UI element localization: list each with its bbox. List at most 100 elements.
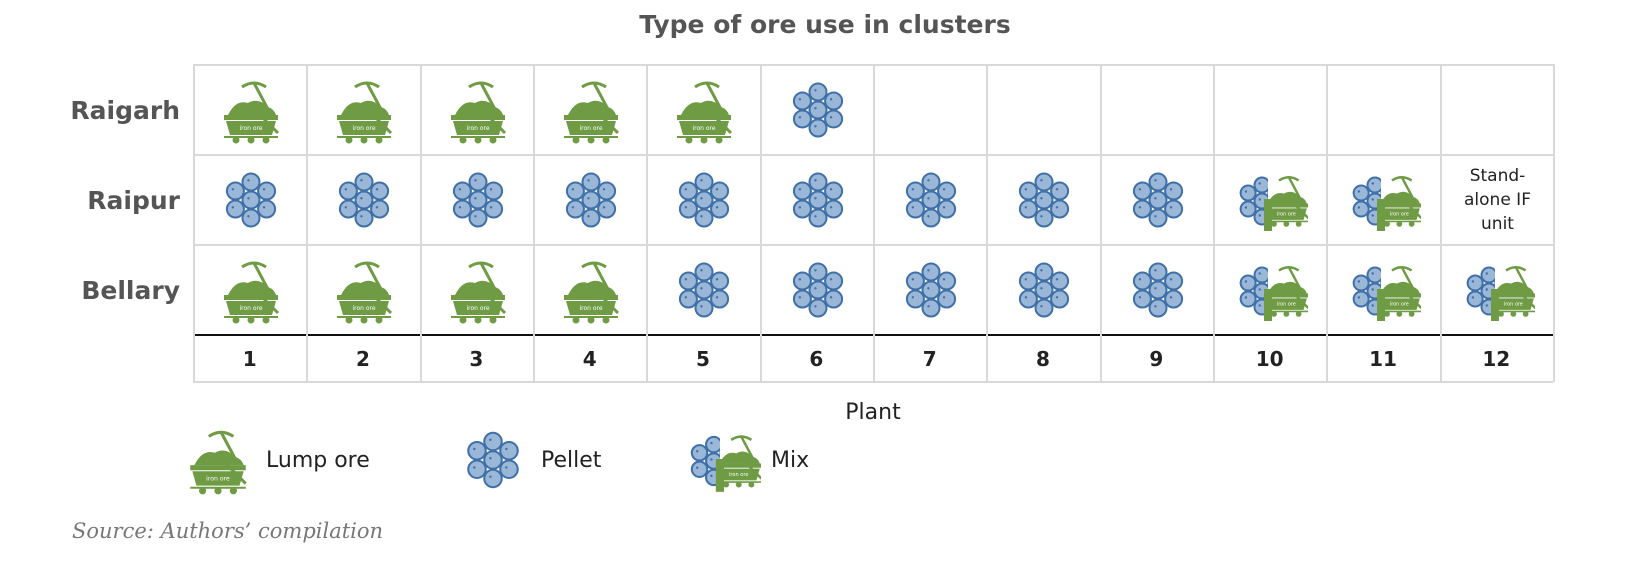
pellet-icon — [678, 262, 729, 318]
legend-item-lump: iron ore Lump ore — [180, 420, 370, 500]
lump-icon: iron ore — [563, 261, 619, 324]
svg-text:iron ore: iron ore — [352, 305, 375, 312]
plant-number-2: 2 — [356, 347, 370, 371]
pellet-icon — [565, 172, 616, 228]
cell-mix-bellary-11: iron ore — [1328, 246, 1439, 334]
pellet-icon — [338, 172, 389, 228]
svg-text:iron ore: iron ore — [1389, 302, 1408, 308]
cell-mix-bellary-10: iron ore — [1215, 246, 1326, 334]
pellet-icon — [678, 172, 729, 228]
standalone-note: Stand-alone IF unit — [1464, 166, 1531, 234]
plant-number-1: 1 — [242, 347, 257, 371]
cell-pellet-raipur-1 — [195, 156, 306, 244]
plant-number-3: 3 — [469, 347, 484, 371]
plant-number-11: 11 — [1369, 347, 1397, 371]
pellet-icon — [792, 262, 843, 318]
svg-text:iron ore: iron ore — [239, 125, 262, 132]
svg-text:iron ore: iron ore — [466, 125, 489, 132]
mix-icon: iron ore — [1239, 265, 1308, 321]
plant-number-9: 9 — [1149, 347, 1164, 371]
mix-icon: iron ore — [1466, 265, 1535, 321]
legend-label-lump: Lump ore — [266, 447, 370, 473]
lump-icon: iron ore — [450, 81, 506, 144]
cell-lump-raigarh-4: iron ore — [535, 66, 646, 154]
cell-pellet-raipur-9 — [1102, 156, 1213, 244]
x-axis-label: Plant — [845, 400, 901, 425]
svg-text:iron ore: iron ore — [1389, 212, 1408, 218]
legend-label-pellet: Pellet — [541, 447, 602, 473]
cell-lump-raigarh-3: iron ore — [422, 66, 533, 154]
svg-text:iron ore: iron ore — [1503, 302, 1522, 308]
cell-pellet-bellary-9 — [1102, 246, 1213, 334]
svg-text:iron ore: iron ore — [1276, 212, 1295, 218]
cell-mix-raipur-11: iron ore — [1328, 156, 1439, 244]
svg-text:iron ore: iron ore — [206, 476, 230, 483]
svg-text:iron ore: iron ore — [579, 305, 602, 312]
cell-pellet-bellary-7 — [875, 246, 986, 334]
cell-pellet-raigarh-6 — [762, 66, 873, 154]
cell-pellet-raipur-3 — [422, 156, 533, 244]
ore-grid: iron ore iron ore iron ore iron ore iron ore… — [193, 64, 1555, 384]
legend-pellet-icon — [467, 431, 519, 489]
row-label-bellary: Bellary — [81, 276, 180, 305]
cell-lump-bellary-2: iron ore — [308, 246, 419, 334]
legend-lump-icon: iron ore — [190, 430, 247, 495]
cell-mix-bellary-12: iron ore — [1442, 246, 1553, 334]
chart-title: Type of ore use in clusters — [639, 10, 1011, 39]
source-note: Source: Authors’ compilation — [72, 519, 384, 543]
legend-label-mix: Mix — [771, 447, 810, 473]
mix-icon: iron ore — [1352, 265, 1421, 321]
lump-icon: iron ore — [336, 81, 392, 144]
pellet-icon — [905, 172, 956, 228]
cell-pellet-raipur-6 — [762, 156, 873, 244]
lump-icon: iron ore — [223, 261, 279, 324]
cell-lump-bellary-4: iron ore — [535, 246, 646, 334]
plant-number-4: 4 — [582, 347, 597, 371]
pellet-icon — [792, 172, 843, 228]
mix-icon: iron ore — [1239, 175, 1308, 231]
cell-lump-raigarh-2: iron ore — [308, 66, 419, 154]
cell-note-raipur-12: Stand-alone IF unit — [1442, 156, 1553, 244]
lump-icon: iron ore — [223, 81, 279, 144]
mix-icon: iron ore — [1352, 175, 1421, 231]
pellet-icon — [225, 172, 276, 228]
plant-number-8: 8 — [1036, 347, 1050, 371]
cell-lump-raigarh-5: iron ore — [648, 66, 759, 154]
plant-number-5: 5 — [696, 347, 710, 371]
legend-mix-icon: iron ore — [690, 435, 761, 492]
svg-text:iron ore: iron ore — [239, 305, 262, 312]
lump-icon: iron ore — [676, 81, 732, 144]
cell-lump-bellary-1: iron ore — [195, 246, 306, 334]
pellet-icon — [1132, 262, 1183, 318]
svg-text:iron ore: iron ore — [729, 472, 748, 478]
pellet-icon — [905, 262, 956, 318]
cell-pellet-raipur-7 — [875, 156, 986, 244]
plant-number-10: 10 — [1255, 347, 1284, 371]
cell-pellet-bellary-5 — [648, 246, 759, 334]
cell-pellet-raipur-5 — [648, 156, 759, 244]
lump-icon: iron ore — [450, 261, 506, 324]
cell-mix-raipur-10: iron ore — [1215, 156, 1326, 244]
pellet-icon — [1132, 172, 1183, 228]
plant-number-6: 6 — [809, 347, 824, 371]
cell-lump-raigarh-1: iron ore — [195, 66, 306, 154]
cell-pellet-bellary-8 — [988, 246, 1099, 334]
cell-pellet-raipur-4 — [535, 156, 646, 244]
pellet-icon — [1018, 172, 1069, 228]
cell-pellet-raipur-8 — [988, 156, 1099, 244]
cell-pellet-raipur-2 — [308, 156, 419, 244]
legend-item-pellet: Pellet — [455, 420, 601, 500]
legend-item-mix: iron ore Mix — [685, 420, 809, 500]
pellet-icon — [452, 172, 503, 228]
svg-text:iron ore: iron ore — [579, 125, 602, 132]
pellet-icon — [792, 82, 843, 138]
plant-number-7: 7 — [922, 347, 937, 371]
pellet-icon — [1018, 262, 1069, 318]
svg-text:iron ore: iron ore — [1276, 302, 1295, 308]
svg-text:iron ore: iron ore — [466, 305, 489, 312]
lump-icon: iron ore — [563, 81, 619, 144]
row-label-raipur: Raipur — [87, 186, 180, 215]
row-label-raigarh: Raigarh — [70, 96, 180, 125]
svg-text:iron ore: iron ore — [352, 125, 375, 132]
plant-number-12: 12 — [1482, 347, 1511, 371]
